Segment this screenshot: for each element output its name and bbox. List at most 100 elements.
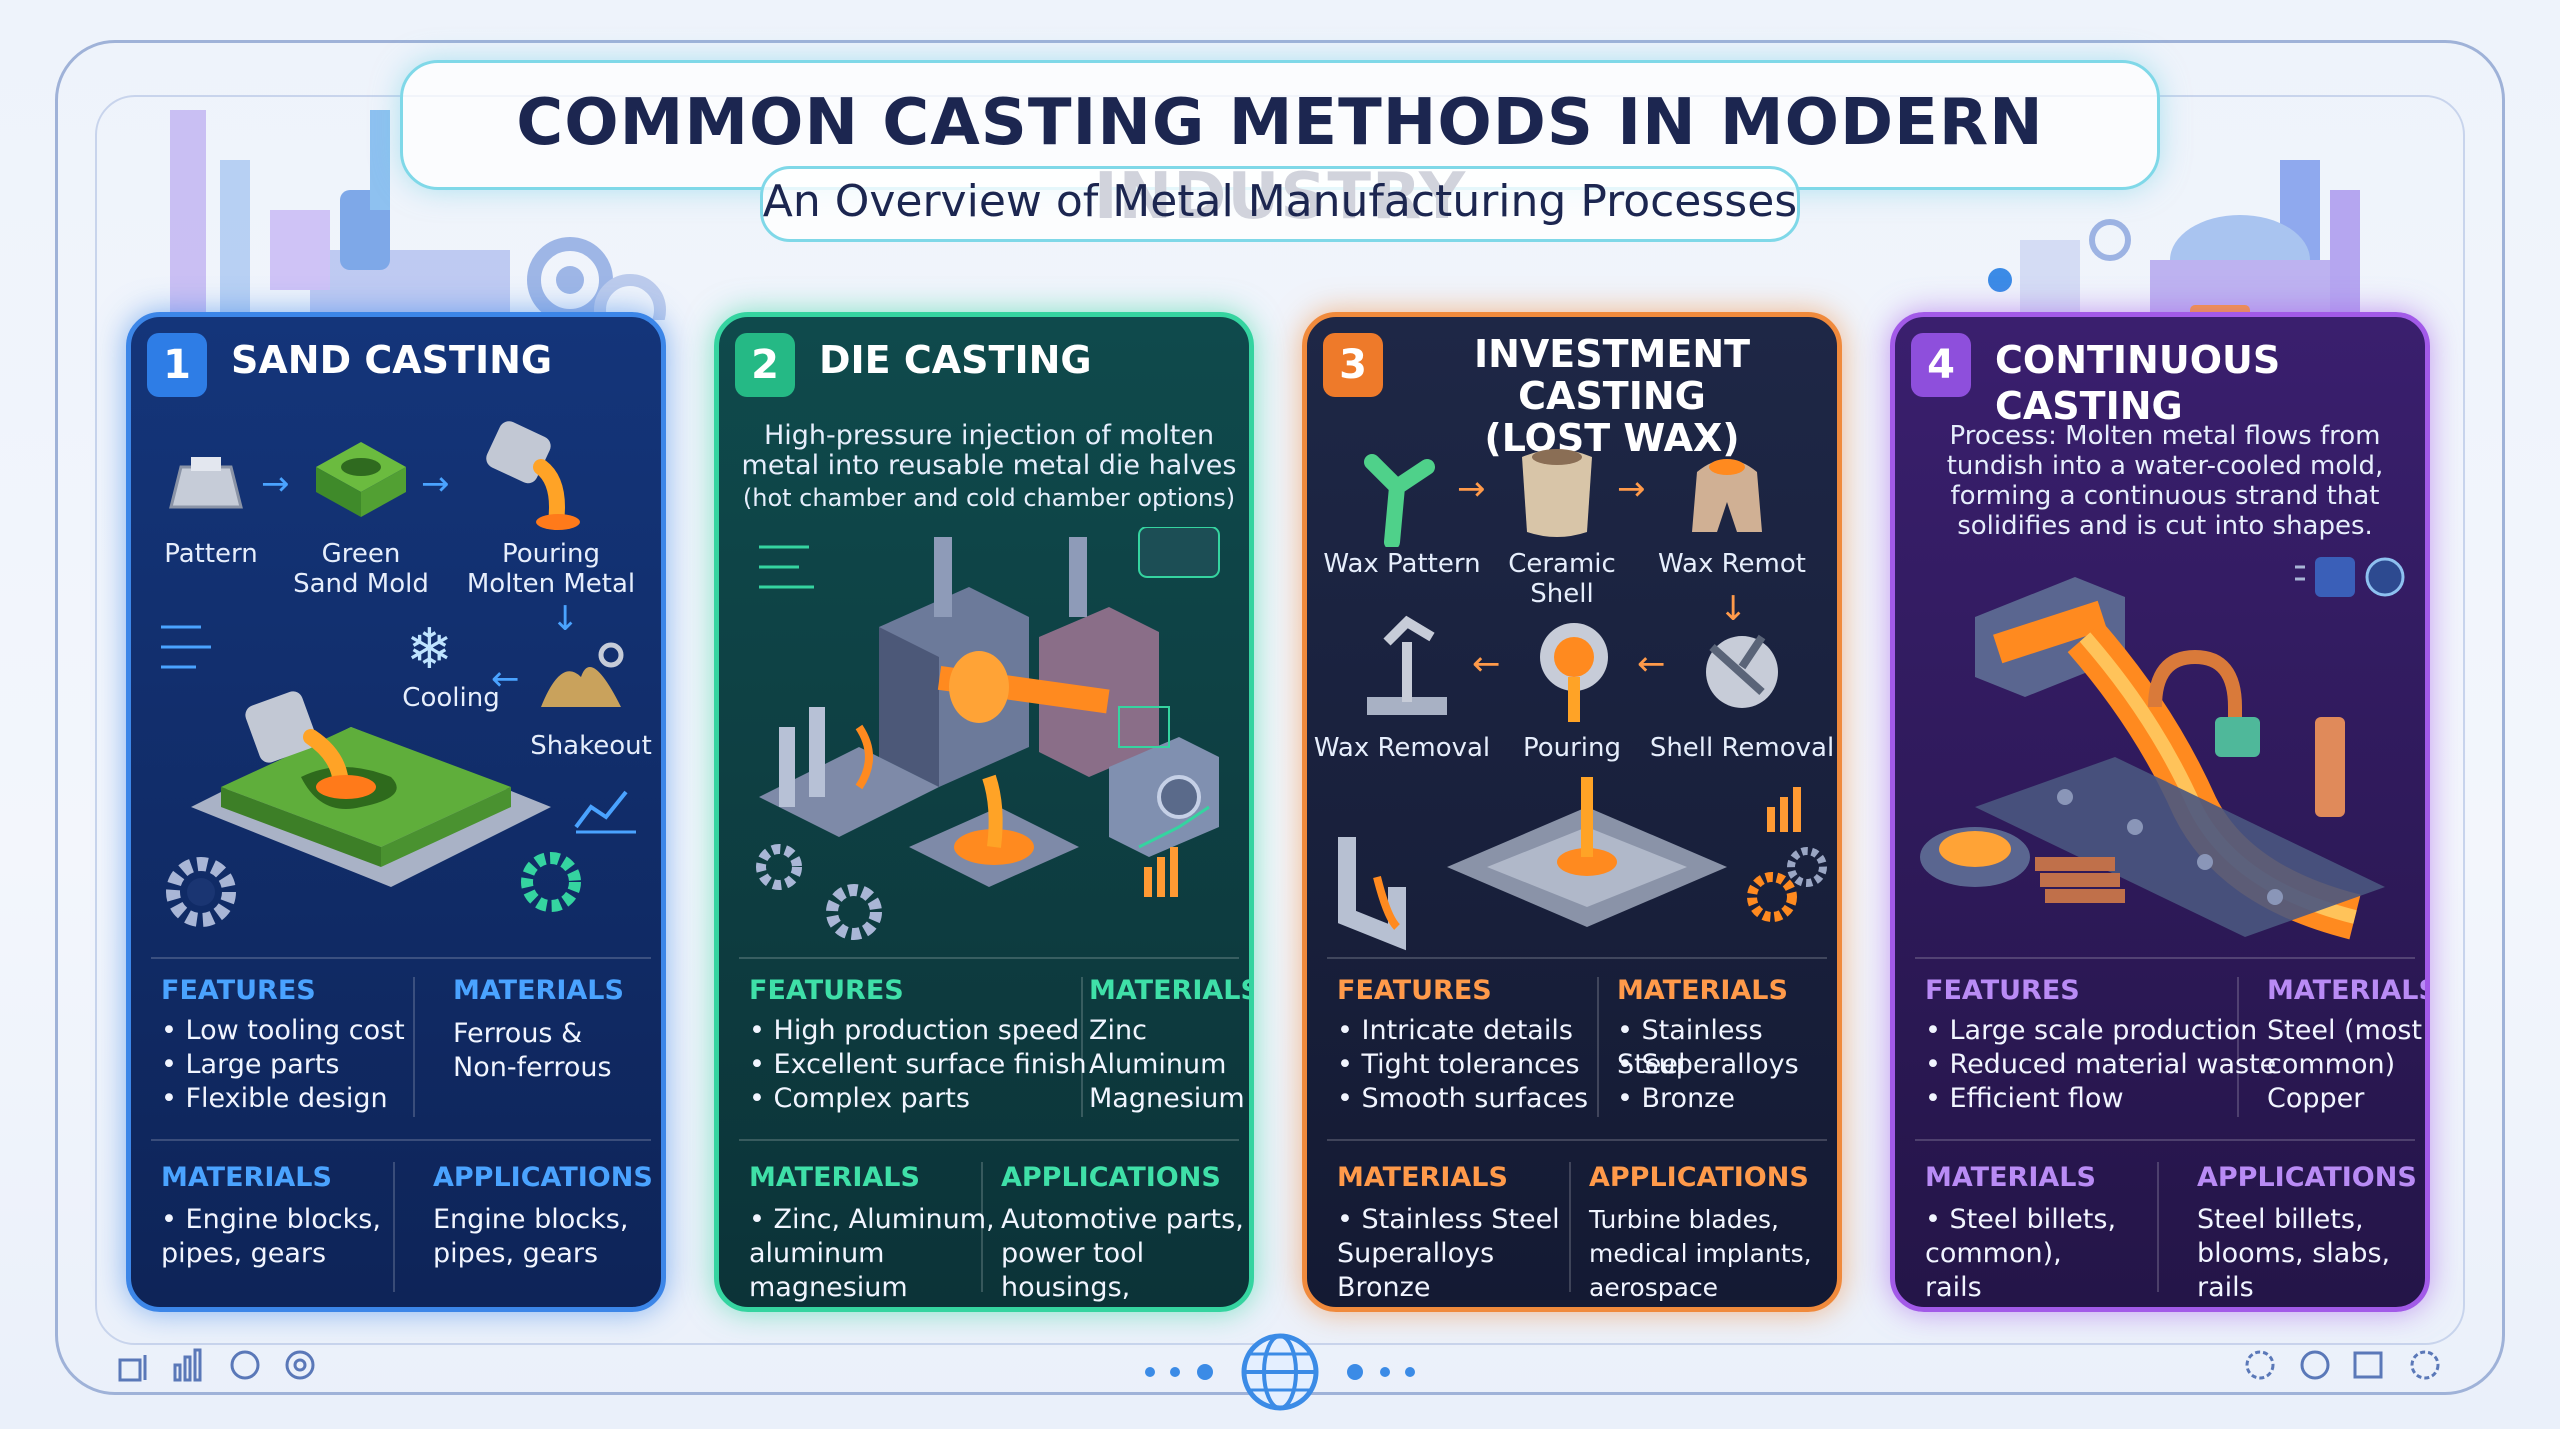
applications-heading: APPLICATIONS (1589, 1162, 1809, 1193)
card-sand-casting: 1 SAND CASTING → → Pattern Green Sand Mo… (126, 312, 666, 1312)
step-label-shakeout: Shakeout (530, 731, 652, 761)
materials-item: Superalloys (1617, 1048, 1799, 1082)
divider (1081, 977, 1083, 1117)
card-title: DIE CASTING (819, 338, 1092, 382)
materials-heading: MATERIALS (161, 1162, 332, 1193)
materials-item: Engine blocks, pipes, gears (161, 1203, 381, 1271)
step-label-sand-mold: Green Sand Mold (293, 539, 429, 599)
materials-heading: MATERIALS (1089, 975, 1254, 1006)
gear-icon (826, 884, 882, 940)
divider (1327, 1139, 1827, 1141)
step-label-wax-pattern: Wax Pattern (1323, 549, 1481, 579)
card-number: 2 (735, 333, 795, 397)
ceramic-shell-icon (1522, 449, 1592, 537)
divider (2157, 1162, 2159, 1292)
subtitle-box (760, 166, 1800, 242)
wax-pattern-icon (1364, 454, 1435, 547)
applications-text: Steel billets, blooms, slabs, rails (2197, 1204, 2391, 1303)
applications-text: Turbine blades, medical implants, aerosp… (1589, 1205, 1812, 1302)
materials-text: Ferrous & Non-ferrous (453, 1018, 612, 1083)
divider (1327, 957, 1827, 959)
divider (2237, 977, 2239, 1117)
bottom-left-icons (118, 1348, 315, 1382)
ladle-pour-icon (486, 421, 580, 530)
snowflake-icon: ❄ (406, 617, 453, 682)
card-number: 3 (1323, 333, 1383, 397)
applications-text: Engine blocks, pipes, gears (433, 1204, 629, 1269)
materials-heading: MATERIALS (2267, 975, 2430, 1006)
step-label-wax-removal: Wax Removal (1313, 733, 1491, 763)
pattern-icon (169, 457, 243, 509)
step-label-pouring: Pouring (1522, 733, 1622, 763)
features-heading: FEATURES (1925, 975, 2080, 1006)
card-number: 4 (1911, 333, 1971, 397)
feature-item: Intricate details (1337, 1014, 1573, 1048)
feature-item: Large scale production (1925, 1014, 2258, 1048)
divider (739, 1139, 1239, 1141)
divider (1569, 1162, 1571, 1292)
arrow-left-icon: ← (1472, 644, 1501, 684)
materials-text: Steel (most common) Copper (2267, 1015, 2423, 1114)
divider (393, 1162, 395, 1292)
step-label-shell-removal: Shell Removal (1649, 733, 1835, 763)
arrow-left-icon: ← (491, 659, 520, 699)
features-heading: FEATURES (749, 975, 904, 1006)
arrow-icon: → (1617, 469, 1646, 509)
wax-removal-tool-icon (1367, 615, 1447, 715)
gear-green-icon (521, 852, 581, 912)
step-label-cooling: Cooling (402, 683, 500, 713)
factory-left-icon (170, 110, 666, 320)
materials-heading: MATERIALS (453, 975, 624, 1006)
feature-item: Smooth surfaces (1337, 1082, 1589, 1116)
wax-remove-icon (1692, 459, 1762, 532)
card-description: Process: Molten metal flows from tundish… (1946, 421, 2384, 541)
materials-item: Stainless Steel Superalloys Bronze (1337, 1203, 1560, 1305)
divider (981, 1162, 983, 1292)
card-title: CONTINUOUS CASTING (1995, 338, 2281, 428)
gear-icon (756, 844, 802, 890)
divider (739, 957, 1239, 959)
feature-item: Excellent surface finish (749, 1048, 1087, 1082)
bottom-right-icons (2245, 1350, 2440, 1380)
divider (1915, 957, 2415, 959)
arrow-icon: → (421, 464, 450, 504)
feature-item: Low tooling cost (161, 1014, 405, 1048)
divider (151, 957, 651, 959)
step-label-ceramic-shell: Ceramic Shell (1508, 549, 1616, 609)
page-subtitle: An Overview of Metal Manufacturing Proce… (762, 176, 1798, 227)
card-die-casting: 2 DIE CASTING High-pressure injection of… (714, 312, 1254, 1312)
line-chart-icon (574, 790, 636, 834)
materials-heading: MATERIALS (749, 1162, 920, 1193)
applications-text: Automotive parts, power tool housings, t… (1001, 1204, 1244, 1307)
pouring-icon (1540, 623, 1608, 722)
applications-heading: APPLICATIONS (2197, 1162, 2417, 1193)
feature-item: Large parts (161, 1048, 340, 1082)
arrow-icon: → (1457, 469, 1486, 509)
step-label-pouring: Pouring Molten Metal (466, 539, 636, 599)
card-number: 1 (147, 333, 207, 397)
continuous-casting-illustration (1920, 557, 2405, 940)
step-label-pattern: Pattern (164, 539, 258, 569)
card-title: INVESTMENT CASTING (LOST WAX) (1473, 332, 1751, 460)
arrow-left-icon: ← (1637, 644, 1666, 684)
materials-heading: MATERIALS (1337, 1162, 1508, 1193)
dots-decoration-icon (1145, 1364, 1415, 1380)
feature-item: Tight tolerances (1337, 1048, 1580, 1082)
features-heading: FEATURES (1337, 975, 1492, 1006)
materials-heading: MATERIALS (1617, 975, 1788, 1006)
applications-heading: APPLICATIONS (433, 1162, 653, 1193)
shell-removal-icon (1706, 634, 1778, 708)
materials-item: Bronze (1617, 1082, 1735, 1116)
divider (1597, 977, 1599, 1117)
sand-mold-icon (316, 442, 406, 517)
gear-icon (166, 857, 236, 927)
feature-item: Reduced material waste (1925, 1048, 2277, 1082)
applications-heading: APPLICATIONS (1001, 1162, 1221, 1193)
feature-item: Efficient flow (1925, 1082, 2124, 1116)
card-description-note: (hot chamber and cold chamber options) (742, 484, 1236, 512)
card-description: High-pressure injection of molten metal … (741, 420, 1237, 481)
investment-casting-illustration (1338, 777, 1827, 951)
divider (413, 977, 415, 1117)
die-casting-machine-illustration (759, 527, 1220, 897)
card-continuous-casting: 4 CONTINUOUS CASTING Process: Molten met… (1890, 312, 2430, 1312)
